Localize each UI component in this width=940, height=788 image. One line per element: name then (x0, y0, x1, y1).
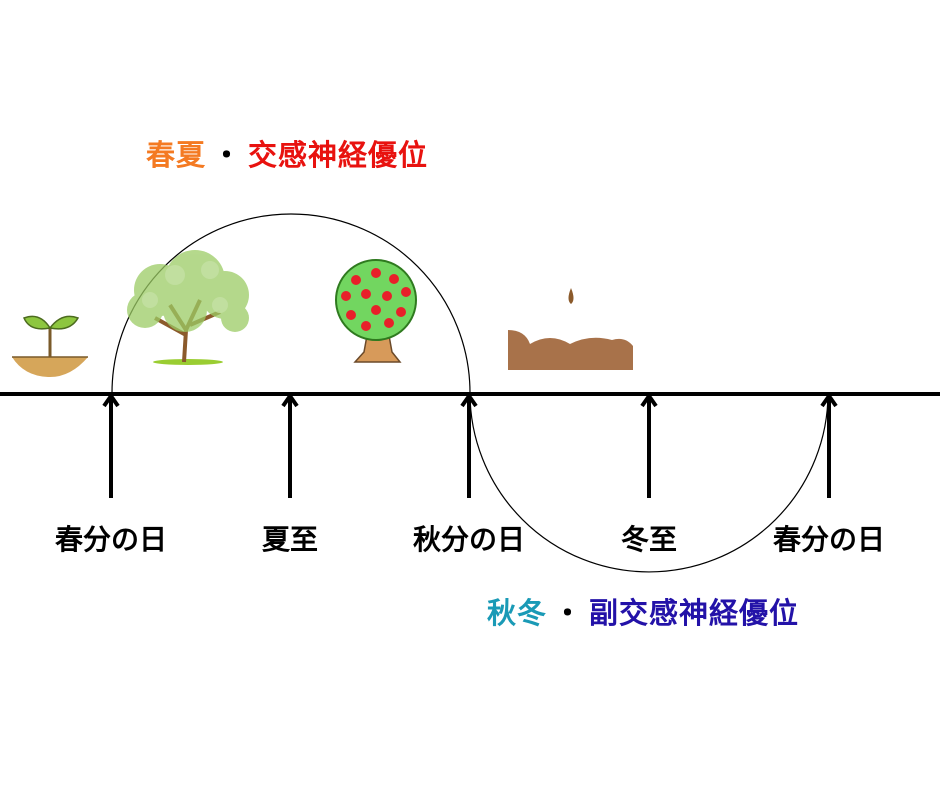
title-separator: ・ (212, 138, 243, 172)
marker-label-winter-solstice: 冬至 (620, 523, 677, 556)
marker-label-spring-equinox: 春分の日 (54, 523, 167, 556)
marker-label-autumn-equinox: 秋分の日 (412, 523, 525, 556)
apple-tree-illustration (335, 259, 417, 363)
spring-summer-title: 春夏・交感神経優位 (146, 132, 428, 174)
arrow-autumn-equinox (460, 392, 478, 498)
seed-soil-illustration (508, 288, 633, 370)
parasympathetic-label: 副交感神経優位 (589, 596, 800, 630)
autumn-winter-label: 秋冬 (487, 596, 548, 630)
title-separator: ・ (553, 596, 584, 630)
autumn-winter-title: 秋冬・副交感神経優位 (487, 590, 799, 632)
marker-label-spring-equinox-2: 春分の日 (772, 523, 885, 556)
spring-summer-label: 春夏 (146, 138, 207, 172)
marker-label-summer-solstice: 夏至 (261, 523, 318, 556)
leafy-tree-illustration (127, 250, 249, 365)
arrow-spring-equinox (102, 392, 120, 498)
lower-arc (469, 392, 829, 573)
arrow-winter-solstice (640, 392, 658, 498)
arrow-summer-solstice (281, 392, 299, 498)
sympathetic-label: 交感神経優位 (248, 138, 429, 172)
arrows (102, 392, 838, 498)
arrow-spring-equinox-2 (820, 392, 838, 498)
sprout-illustration (12, 315, 88, 378)
